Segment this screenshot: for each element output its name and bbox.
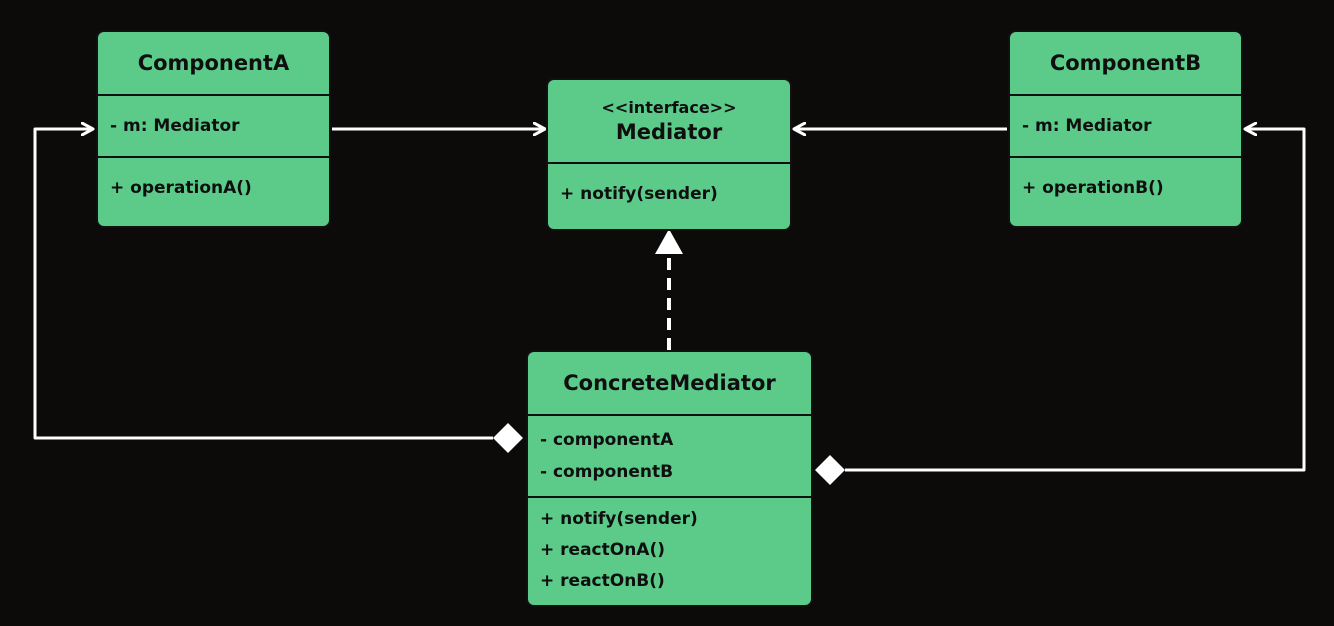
component-a-class[interactable]: ComponentA - m: Mediator + operationA()	[96, 30, 331, 228]
mediator-operation: + notify(sender)	[560, 184, 718, 204]
component-b-attributes: - m: Mediator	[1010, 96, 1241, 156]
component-b-attribute: - m: Mediator	[1022, 116, 1152, 136]
component-a-header: ComponentA	[98, 32, 329, 96]
component-b-class[interactable]: ComponentB - m: Mediator + operationB()	[1008, 30, 1243, 228]
aggregation-line-to-component-a	[33, 129, 493, 440]
component-b-operations: + operationB()	[1010, 156, 1241, 198]
component-a-name: ComponentA	[137, 51, 290, 75]
component-a-attribute: - m: Mediator	[110, 116, 240, 136]
concrete-mediator-operations: + notify(sender) + reactOnA() + reactOnB…	[528, 496, 811, 597]
component-a-attributes: - m: Mediator	[98, 96, 329, 156]
mediator-interface-class[interactable]: <<interface>> Mediator + notify(sender)	[546, 78, 792, 231]
aggregation-line-to-component-b	[845, 129, 1306, 472]
component-b-operation: + operationB()	[1022, 178, 1164, 198]
concrete-mediator-attribute-a: - componentA	[540, 430, 674, 450]
aggregation-diamond-a	[493, 423, 523, 453]
concrete-mediator-name: ConcreteMediator	[563, 371, 776, 395]
mediator-operations: + notify(sender)	[548, 164, 790, 204]
concrete-mediator-operation-notify: + notify(sender)	[540, 509, 698, 529]
realization-triangle-head	[655, 229, 683, 254]
mediator-stereotype: <<interface>>	[601, 98, 737, 117]
concrete-mediator-class[interactable]: ConcreteMediator - componentA - componen…	[526, 350, 813, 607]
aggregation-diamond-b	[815, 455, 845, 485]
concrete-mediator-attributes: - componentA - componentB	[528, 416, 811, 496]
concrete-mediator-operation-react-a: + reactOnA()	[540, 540, 666, 560]
component-b-header: ComponentB	[1010, 32, 1241, 96]
mediator-name: Mediator	[615, 120, 723, 144]
concrete-mediator-operation-react-b: + reactOnB()	[540, 571, 665, 591]
component-b-name: ComponentB	[1049, 51, 1202, 75]
concrete-mediator-attribute-b: - componentB	[540, 462, 674, 482]
mediator-header: <<interface>> Mediator	[548, 80, 790, 164]
component-a-operations: + operationA()	[98, 156, 329, 198]
component-a-operation: + operationA()	[110, 178, 252, 198]
concrete-mediator-header: ConcreteMediator	[528, 352, 811, 416]
